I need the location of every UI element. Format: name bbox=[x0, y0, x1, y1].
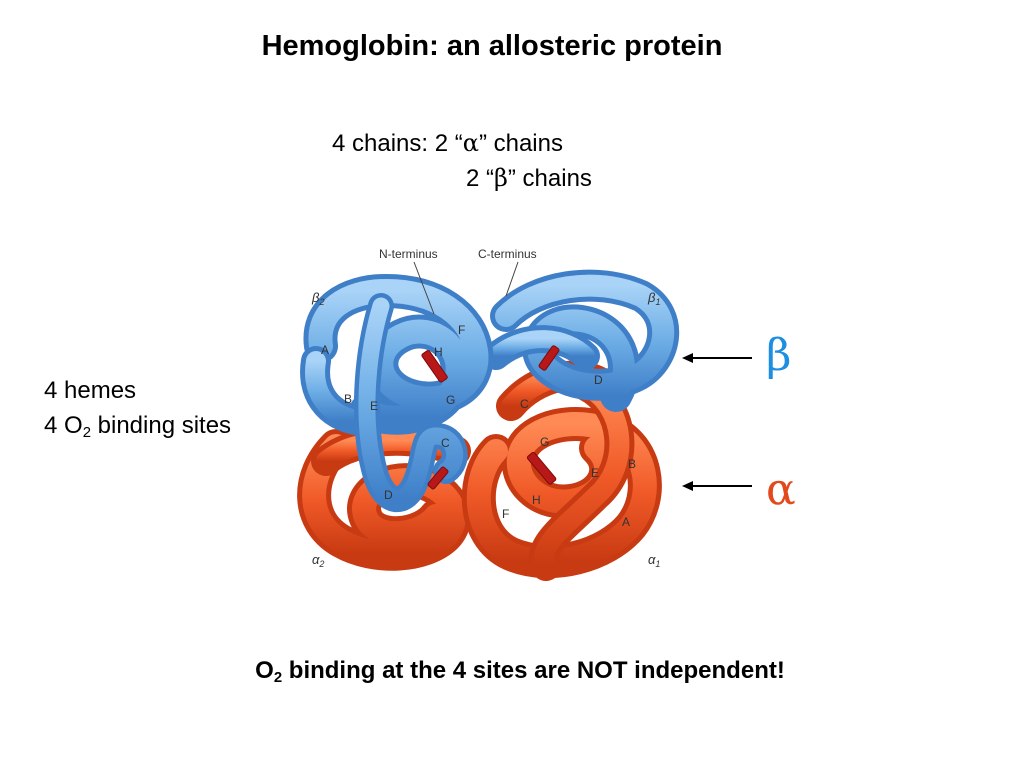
helix-label: B bbox=[344, 392, 352, 406]
subunit-label-beta1: β1 bbox=[647, 290, 660, 307]
helix-label: D bbox=[384, 488, 393, 502]
chains-alpha-symbol: α bbox=[462, 129, 479, 157]
helix-label: H bbox=[434, 345, 443, 359]
helix-label: A bbox=[622, 515, 630, 529]
chains-line-2-prefix: 2 “ bbox=[466, 165, 495, 192]
chains-line-1-prefix: 4 chains: 2 “ bbox=[332, 130, 463, 157]
chains-line-2: 2 “β” chains bbox=[466, 161, 592, 196]
subunit-label-alpha1: α1 bbox=[648, 552, 660, 569]
helix-label: C bbox=[520, 397, 529, 411]
footer-suffix: binding at the 4 sites are NOT independe… bbox=[282, 657, 785, 684]
chains-line-2-suffix: ” chains bbox=[507, 165, 592, 192]
helix-label: B bbox=[628, 457, 636, 471]
helix-label: E bbox=[591, 466, 599, 480]
alpha-arrow bbox=[682, 481, 752, 491]
hemes-line-1: 4 hemes bbox=[44, 377, 137, 404]
helix-label: C bbox=[441, 436, 450, 450]
helix-label: D bbox=[594, 373, 603, 387]
hemes-line-2-suffix: binding sites bbox=[90, 412, 232, 439]
hemes-text: 4 hemes 4 O2 binding sites bbox=[44, 373, 231, 443]
beta-arrow bbox=[682, 353, 752, 363]
helix-label: E bbox=[370, 399, 378, 413]
helix-labels: A B E F H G C D C D G E B H F A bbox=[321, 323, 636, 529]
beta-label: β bbox=[766, 330, 792, 381]
chains-beta-symbol: β bbox=[494, 164, 508, 192]
helix-label: F bbox=[458, 323, 465, 337]
subunit-label-beta2: β2 bbox=[311, 290, 324, 307]
helix-label: F bbox=[502, 507, 509, 521]
helix-label: H bbox=[532, 493, 541, 507]
chains-line-1-suffix: ” chains bbox=[478, 130, 563, 157]
helix-label: A bbox=[321, 343, 329, 357]
beta-1-chain bbox=[482, 269, 680, 412]
footer-statement: O2 binding at the 4 sites are NOT indepe… bbox=[0, 657, 1024, 687]
footer-subscript: 2 bbox=[273, 670, 283, 687]
heme-groups bbox=[421, 345, 560, 490]
chains-line-1: 4 chains: 2 “α” chains bbox=[332, 126, 563, 161]
hemes-line-2: 4 O2 binding sites bbox=[44, 408, 231, 443]
hemes-line-2-prefix: 4 O bbox=[44, 412, 83, 439]
alpha-label: α bbox=[766, 464, 796, 515]
helix-label: G bbox=[446, 393, 455, 407]
beta-2-chain bbox=[300, 274, 494, 513]
n-terminus-label: N-terminus bbox=[379, 247, 438, 261]
helix-label: G bbox=[540, 435, 549, 449]
slide-title: Hemoglobin: an allosteric protein bbox=[261, 30, 723, 62]
subunit-label-alpha2: α2 bbox=[312, 552, 324, 569]
hemoglobin-diagram: N-terminus C-terminus β2 β1 α2 α1 A B E … bbox=[297, 247, 680, 581]
hemes-subscript: 2 bbox=[82, 425, 91, 442]
terminus-callouts bbox=[413, 261, 519, 315]
footer-prefix: O bbox=[255, 657, 274, 684]
c-terminus-label: C-terminus bbox=[478, 247, 537, 261]
